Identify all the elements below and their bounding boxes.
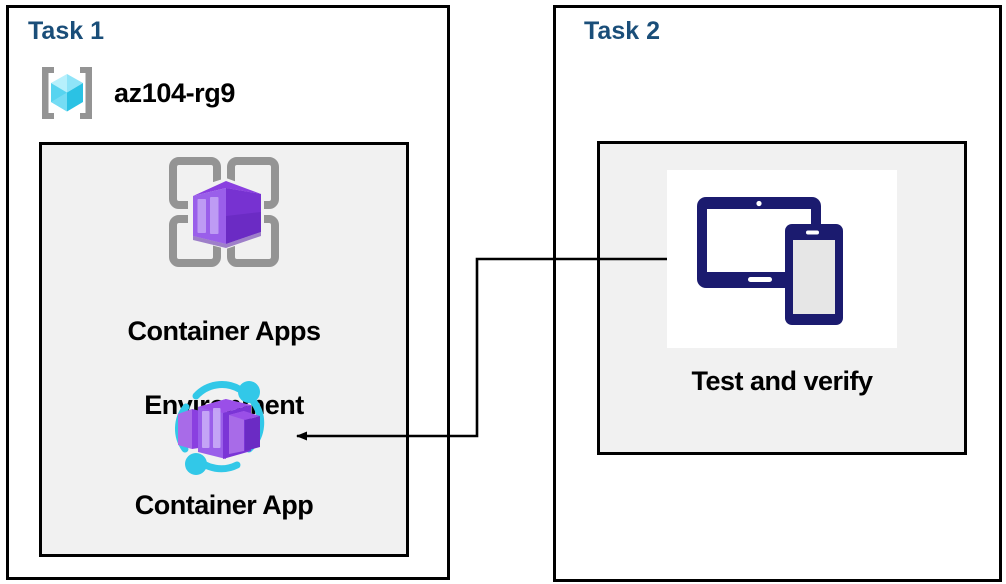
task-2-title: Task 2 <box>584 17 660 45</box>
ring-dot-top <box>238 381 260 403</box>
test-and-verify-tile <box>667 170 897 348</box>
task-1-title: Task 1 <box>28 17 104 45</box>
container-app-icon <box>165 375 283 483</box>
test-and-verify-label: Test and verify <box>691 366 873 396</box>
resource-group-label: az104-rg9 <box>114 77 235 108</box>
resource-group-icon <box>36 62 98 124</box>
container-app-block: Container App <box>39 375 409 524</box>
container-apps-environment-icon <box>164 152 284 272</box>
resource-group-row: az104-rg9 <box>36 62 235 124</box>
container-apps-environment-block: Container Apps Environment <box>39 152 409 424</box>
container-app-label: Container App <box>134 490 314 520</box>
cae-label-line-1: Container Apps <box>127 316 321 346</box>
ring-dot-bottom <box>185 453 207 475</box>
devices-test-icon <box>692 184 872 334</box>
